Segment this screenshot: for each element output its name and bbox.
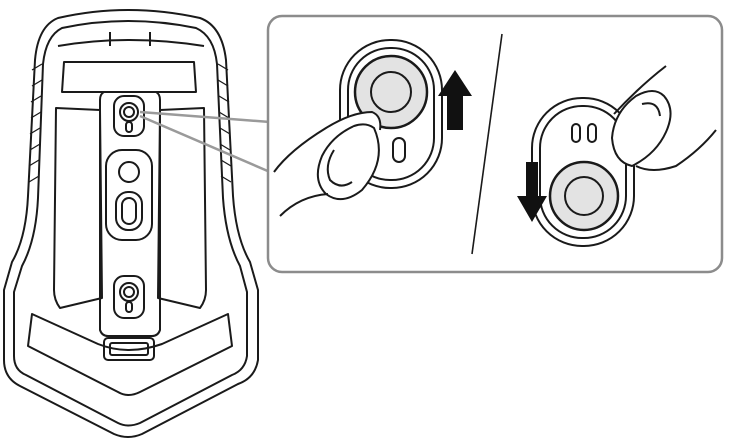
mouse-body [3,9,259,438]
thumb-right [610,65,717,171]
mouse-inner-shell [13,20,248,427]
callout-leader-lines [139,110,271,174]
upper-foot-pad [61,61,197,93]
thumb-left [273,110,382,217]
right-side-pad [157,107,207,309]
arrow-up-icon [438,70,472,130]
sensor-window [115,191,143,231]
sensor-housing [105,149,153,241]
bottom-small-pad [103,337,155,361]
mouse-slide-switch-bottom [113,275,145,319]
mouse-outer-shell [3,9,259,438]
top-seam [57,39,205,47]
switch-knob-bottom [119,282,139,302]
bottom-chevron-pad [27,313,233,396]
side-grip-hatching [28,63,232,183]
bottom-small-pad-inner [109,342,149,356]
arrow-down-icon [517,162,547,222]
switch-knob-top [119,102,139,122]
left-side-pad [53,107,103,309]
center-strip-details [105,95,153,319]
sensor-lens [118,161,140,183]
switch-closeup-down [531,97,635,247]
center-strip [99,91,161,337]
panel-divider [471,33,503,255]
mouse-slide-switch-top [113,95,145,137]
